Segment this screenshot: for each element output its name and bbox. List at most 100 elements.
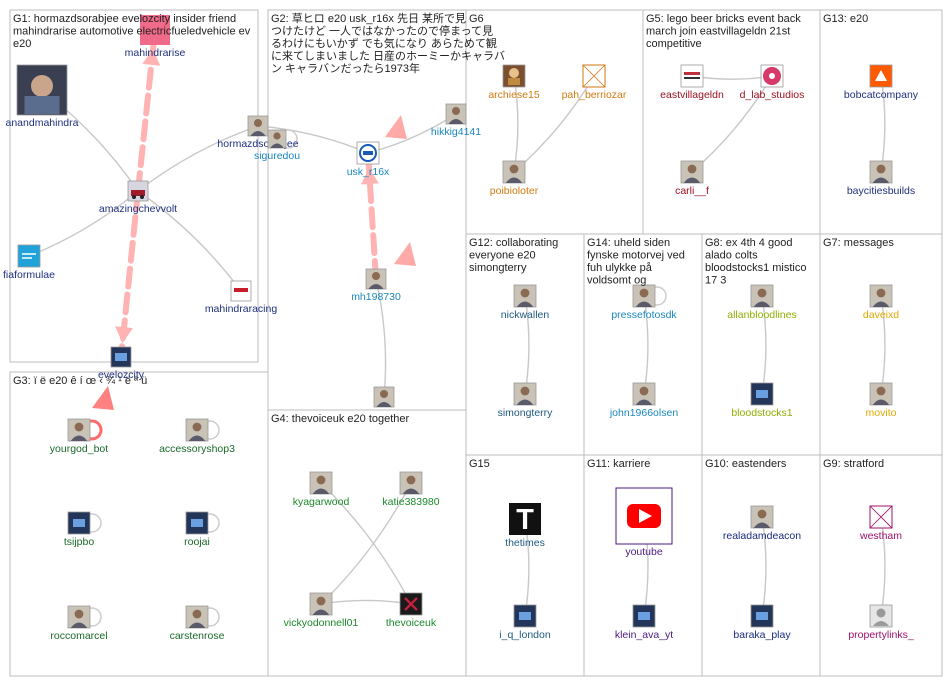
pink-square-icon (140, 15, 170, 45)
node-mahindrarise[interactable]: mahindrarise (125, 15, 186, 59)
group-title-g15: G15 (469, 458, 490, 470)
group-title-g13: G13: e20 (823, 13, 868, 25)
node-poibioloter[interactable]: poibioloter (490, 160, 539, 197)
node-anandmahindra[interactable]: anandmahindra (6, 64, 79, 129)
node-fiaformulae[interactable]: fiaformulae (3, 244, 55, 281)
broken-image-icon (869, 505, 893, 529)
logo-icon (67, 511, 91, 535)
usk-icon (356, 141, 380, 165)
node-baraka-play[interactable]: baraka_play (733, 604, 791, 641)
node-siguredou[interactable]: siguredou (254, 129, 300, 162)
node-label: thetimes (505, 537, 545, 549)
node-d-lab-studios[interactable]: d_lab_studios (740, 64, 805, 101)
node-roccomarcel[interactable]: roccomarcel (50, 605, 108, 642)
node-nickwallen[interactable]: nickwallen (501, 284, 550, 321)
node-label: roojai (184, 536, 210, 548)
formula-e-icon (17, 244, 41, 268)
car-icon (127, 180, 149, 202)
node-label: propertylinks_ (848, 629, 914, 641)
node-daveixd[interactable]: daveixd (863, 284, 899, 321)
node-kyagarwood[interactable]: kyagarwood (293, 471, 350, 508)
node-label: thevoiceuk (386, 617, 437, 629)
node-label: nickwallen (501, 309, 550, 321)
node-vickyodonnell01[interactable]: vickyodonnell01 (284, 592, 359, 629)
node-label: pah_berriozar (562, 89, 627, 101)
node-evelozcity[interactable]: evelozcity (98, 346, 145, 381)
node-simongterry[interactable]: simongterry (498, 382, 554, 419)
avatar-icon (185, 418, 209, 442)
avatar-icon (869, 284, 893, 308)
node-eastvillageldn[interactable]: eastvillageldn (660, 64, 724, 101)
group-title-g6: G6 (469, 13, 484, 25)
node-bobcatcompany[interactable]: bobcatcompany (844, 64, 919, 101)
avatar-icon (67, 418, 91, 442)
node-label: hikkig4141 (431, 126, 481, 138)
node-amazingchevvolt[interactable]: amazingchevvolt (99, 180, 177, 215)
logo-icon (513, 604, 537, 628)
node-allanbloodlines[interactable]: allanbloodlines (727, 284, 797, 321)
node-label: tsijpbo (64, 536, 95, 548)
avatar-icon (399, 471, 423, 495)
avatar-icon (365, 268, 387, 290)
node-klein-ava-yt[interactable]: klein_ava_yt (615, 604, 673, 641)
node-label: siguredou (254, 150, 300, 162)
logo-icon (750, 382, 774, 406)
edge-amazingchevvolt-fiaformulae (28, 190, 139, 257)
node-john1966olsen[interactable]: john1966olsen (609, 382, 678, 419)
node-katie383980[interactable]: katie383980 (382, 471, 440, 508)
node-label: mh198730 (351, 291, 401, 303)
node-label: klein_ava_yt (615, 629, 673, 641)
node-label: realadamdeacon (723, 530, 801, 542)
node-youtube[interactable]: youtube (615, 487, 673, 558)
edge-katie383980-vickyodonnell01 (320, 482, 412, 605)
node-archiese15[interactable]: archiese15 (488, 64, 540, 101)
edge-mh198730-g2bottom (375, 278, 387, 398)
node-g2bottom[interactable] (373, 386, 395, 408)
group-title-g11: G11: karriere (587, 458, 650, 470)
portrait-icon (16, 64, 68, 116)
node-label: movito (866, 407, 897, 419)
group-title-g3: G3: ï ë e20 ê í œ ‹ ¾ ¹ ë ª ü (13, 375, 147, 387)
node-label: fiaformulae (3, 269, 55, 281)
node-label: allanbloodlines (727, 309, 796, 321)
self-loops-layer (81, 115, 667, 627)
times-t-icon: T (509, 503, 541, 536)
edge-amazingchevvolt-mahindraracing (137, 190, 242, 292)
node-mahindraracing[interactable]: mahindraracing (205, 280, 278, 315)
node-pressefotosdk[interactable]: pressefotosdk (611, 284, 677, 321)
node-pah-berriozar[interactable]: pah_berriozar (562, 64, 627, 101)
node-westham[interactable]: westham (859, 505, 902, 542)
node-i-q-london[interactable]: i_q_london (499, 604, 551, 641)
node-label: vickyodonnell01 (284, 617, 359, 629)
avatar-icon (869, 160, 893, 184)
node-movito[interactable]: movito (866, 382, 897, 419)
node-yourgod-bot[interactable]: yourgod_bot (50, 418, 108, 455)
node-thevoiceuk[interactable]: thevoiceuk (386, 592, 437, 629)
node-tsijpbo[interactable]: tsijpbo (64, 511, 95, 548)
node-carstenrose[interactable]: carstenrose (170, 605, 225, 642)
node-label: carstenrose (170, 630, 225, 642)
node-label: d_lab_studios (740, 89, 805, 101)
node-label: hormazdsorabjee (217, 138, 298, 150)
loop-arrowhead-yourgod_bot (92, 386, 114, 410)
node-accessoryshop3[interactable]: accessoryshop3 (159, 418, 235, 455)
node-hikkig4141[interactable]: hikkig4141 (431, 103, 481, 138)
node-realadamdeacon[interactable]: realadamdeacon (723, 505, 801, 542)
node-propertylinks-[interactable]: propertylinks_ (848, 604, 914, 641)
node-baycitiesbuilds[interactable]: baycitiesbuilds (847, 160, 915, 197)
node-carli--f[interactable]: carli__f (675, 160, 709, 197)
node-label: westham (859, 530, 902, 542)
node-label: accessoryshop3 (159, 443, 235, 455)
node-roojai[interactable]: roojai (184, 511, 210, 548)
broken-image-icon (582, 64, 606, 88)
node-usk-r16x[interactable]: usk_r16x (347, 141, 390, 178)
node-bloodstocks1[interactable]: bloodstocks1 (731, 382, 793, 419)
avatar-icon (750, 284, 774, 308)
node-mh198730[interactable]: mh198730 (351, 268, 401, 303)
group-title-g2: G2: 草ヒロ e20 usk_r16x 先日 某所で見つけたけど 一人ではなか… (271, 12, 505, 75)
node-label: baycitiesbuilds (847, 185, 915, 197)
